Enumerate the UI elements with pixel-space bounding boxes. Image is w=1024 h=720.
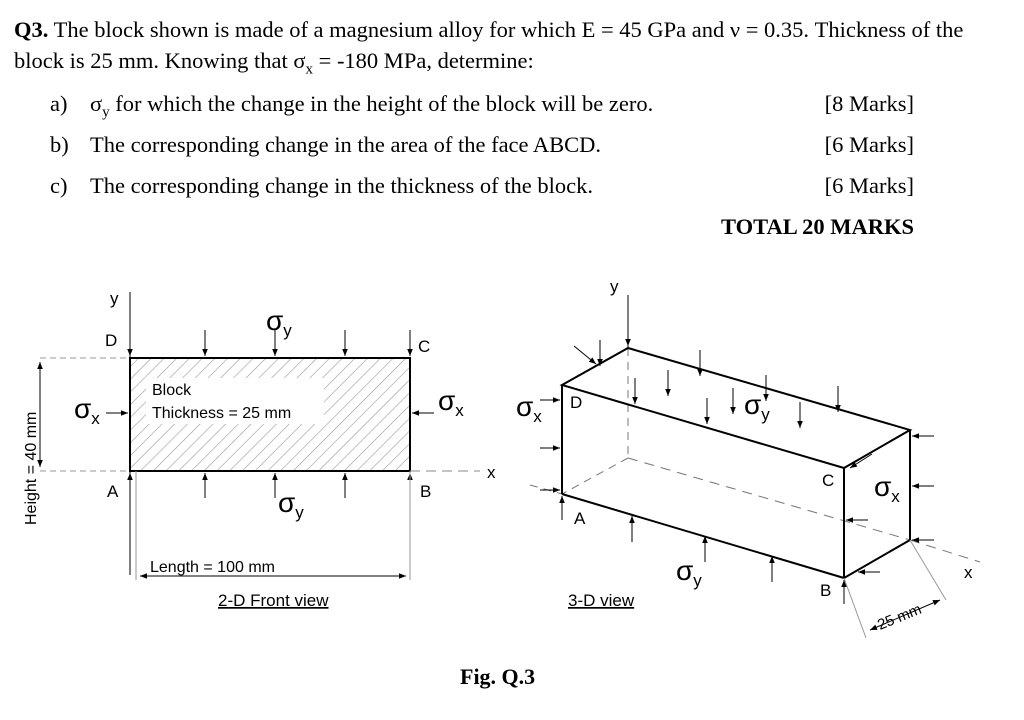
total-marks: TOTAL 20 MARKS (721, 214, 914, 239)
iso-sigma-x-left: σx (516, 391, 542, 426)
front-axis-y: y (110, 289, 119, 308)
part-a-sigma: σ (90, 91, 103, 116)
iso-sigma-x-right: σx (874, 471, 900, 506)
part-a-sub: y (102, 104, 110, 121)
iso-axis-x: x (964, 563, 973, 582)
front-caption: 2-D Front view (218, 591, 329, 610)
iso-corner-C: C (822, 471, 834, 490)
front-sigma-x-left: σx (74, 393, 100, 428)
iso-view: 25 mm y x D A C B σx σy σx σy 3-D view (516, 277, 981, 639)
question-number: Q3. (14, 17, 49, 42)
question-intro-sub: x (305, 61, 314, 78)
part-a-text: for which the change in the height of th… (109, 91, 654, 116)
depth-dimension-line (869, 599, 941, 631)
part-c-text: The corresponding change in the thicknes… (90, 173, 593, 198)
front-corner-B: B (420, 482, 431, 501)
iso-x-axis (909, 539, 981, 563)
iso-corner-D: D (570, 393, 582, 412)
question-intro: Q3. The block shown is made of a magnesi… (14, 14, 1004, 86)
part-a-label: a) (50, 91, 68, 116)
front-corner-D: D (105, 331, 117, 350)
iso-sigma-y-bottom: σy (676, 555, 702, 590)
front-view: Height = 40 mm Length = 100 mm Block Thi… (23, 289, 496, 610)
height-label: Height = 40 mm (23, 412, 40, 525)
front-top-arrows (127, 322, 413, 356)
iso-left-arrows (540, 345, 597, 493)
iso-sigma-y-top: σy (744, 389, 770, 424)
question-intro-end: = -180 MPa, determine: (313, 48, 534, 73)
front-corner-A: A (107, 482, 119, 501)
iso-caption: 3-D view (568, 591, 635, 610)
front-axis-x: x (487, 463, 496, 482)
front-sigma-x-right: σx (438, 385, 464, 420)
part-c: c) The corresponding change in the thickn… (50, 172, 593, 200)
front-sigma-y-top: σy (266, 305, 292, 340)
length-label: Length = 100 mm (150, 559, 275, 576)
front-bottom-arrows (127, 473, 413, 498)
front-corner-C: C (418, 337, 430, 356)
part-b-marks: [6 Marks] (824, 132, 914, 157)
front-block-label: Block (152, 382, 192, 399)
part-c-label: c) (50, 173, 68, 198)
iso-axis-y: y (610, 277, 619, 296)
iso-corner-B: B (820, 581, 831, 600)
iso-right-arrows (846, 433, 934, 575)
iso-bottom-arrows (559, 496, 847, 604)
part-c-marks: [6 Marks] (824, 173, 914, 198)
iso-top-arrows (597, 320, 841, 428)
iso-corner-A: A (574, 509, 586, 528)
part-a-marks: [8 Marks] (824, 91, 914, 116)
depth-label: 25 mm (875, 601, 924, 634)
part-b-text: The corresponding change in the area of … (90, 132, 602, 157)
figure-title: Fig. Q.3 (460, 664, 536, 689)
front-sigma-y-bottom: σy (278, 487, 304, 522)
part-b: b) The corresponding change in the area o… (50, 131, 601, 159)
question-intro-text: The block shown is made of a magnesium a… (14, 17, 964, 73)
part-a: a) σy for which the change in the height … (50, 90, 653, 127)
part-b-label: b) (50, 132, 69, 157)
front-thickness-label: Thickness = 25 mm (152, 405, 291, 422)
